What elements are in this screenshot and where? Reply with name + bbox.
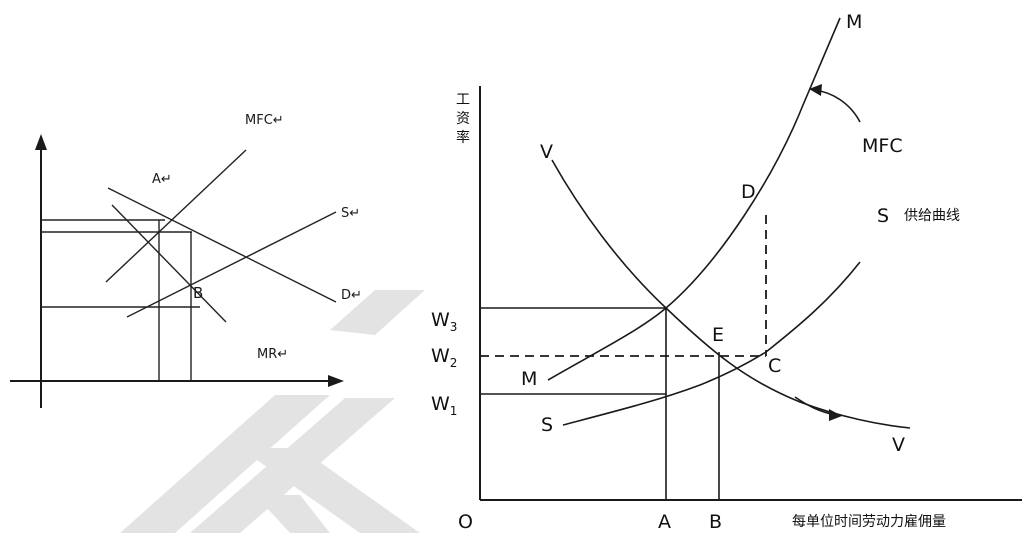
left-label-mr: MR↵: [257, 347, 288, 362]
label-c: C: [768, 355, 781, 377]
left-label-b: B: [193, 284, 203, 302]
label-e: E: [712, 324, 724, 346]
x-axis-label: 每单位时间劳动力雇佣量: [792, 513, 946, 530]
label-v-bottom: V: [892, 434, 905, 456]
watermark-stroke-4: [330, 290, 425, 335]
mfc-pointer-arrowhead-icon: [809, 84, 822, 96]
v-pointer-arrowhead-icon: [829, 409, 842, 421]
mrp-v-curve: [551, 159, 911, 429]
y-axis-title-char-1: 工: [456, 92, 470, 108]
y-axis-title-char-3: 率: [456, 129, 470, 146]
left-mr-line: [111, 204, 227, 323]
label-s-bottom: S: [541, 414, 553, 436]
origin-label: O: [458, 511, 473, 533]
x-tick-a: A: [658, 511, 671, 533]
label-v-top: V: [540, 141, 553, 163]
left-diagram: MFC↵ A↵ S↵ D↵ B MR↵: [10, 113, 362, 408]
left-label-d: D↵: [341, 288, 362, 303]
y-tick-w3: W3: [431, 309, 457, 334]
left-x-axis-arrow-icon: [328, 375, 344, 387]
label-supply-curve: 供给曲线: [904, 208, 960, 224]
label-m-bottom: M: [521, 368, 537, 390]
right-diagram: 工 资 率 O A B 每单位时间劳动力雇佣量 W3 W2 W1 M MFC V…: [431, 11, 1022, 533]
supply-s-curve: [562, 261, 861, 426]
watermark-stroke-3: [240, 448, 420, 533]
left-label-s: S↵: [341, 206, 360, 221]
watermark-stroke-5: [255, 495, 330, 533]
label-s-top: S: [877, 205, 889, 227]
left-d-line: [107, 187, 337, 303]
y-axis-title-char-2: 资: [456, 111, 470, 127]
watermark: [120, 290, 425, 533]
left-label-a: A↵: [152, 172, 172, 187]
watermark-stroke-1: [120, 395, 330, 533]
y-tick-w1: W1: [431, 393, 457, 418]
label-d: D: [741, 181, 756, 203]
left-s-line: [126, 211, 337, 318]
left-mfc-line: [105, 149, 247, 283]
label-m-top: M: [846, 11, 862, 33]
left-y-axis-arrow-icon: [35, 134, 47, 150]
left-label-mfc: MFC↵: [245, 113, 284, 128]
mfc-curve: [547, 17, 841, 381]
x-tick-b: B: [709, 511, 722, 533]
label-mfc: MFC: [862, 135, 903, 157]
y-tick-w2: W2: [431, 345, 457, 370]
